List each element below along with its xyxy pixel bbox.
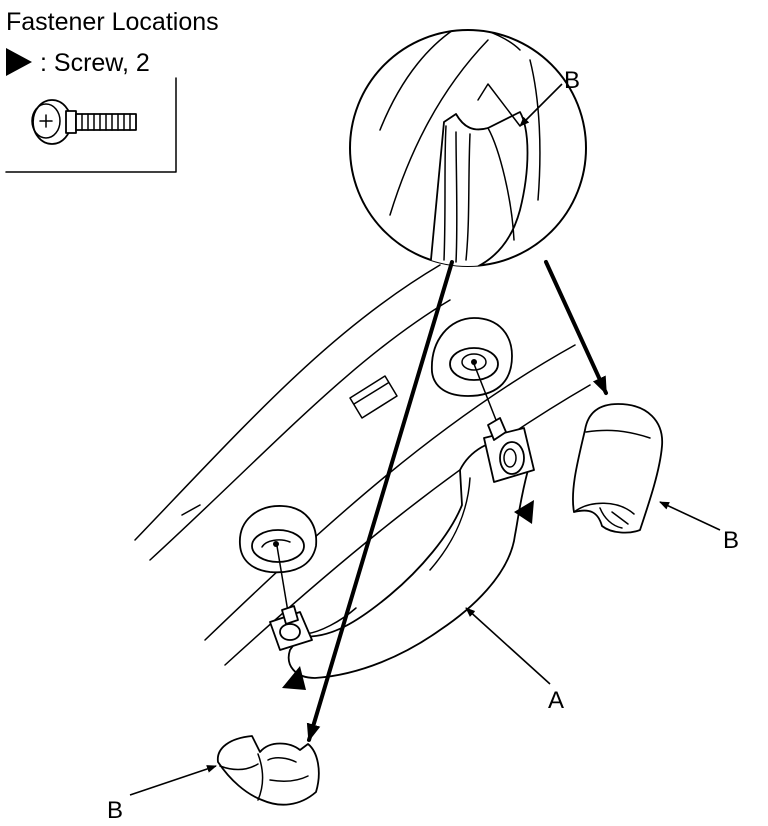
cover-right (572, 403, 663, 534)
leader-inset-b (519, 83, 563, 127)
fastener-legend: Fastener Locations : Screw, 2 (5, 8, 219, 173)
arrow-to-cover-bottom (306, 260, 454, 742)
grab-handle (269, 417, 535, 679)
legend-box-border (5, 77, 177, 173)
leader-a (465, 607, 551, 685)
mount-boss-lower (239, 505, 318, 574)
callout-a: A (548, 687, 564, 714)
leader-right-b (659, 501, 721, 531)
screw-icon (31, 99, 137, 145)
legend-screw-text: : Screw, 2 (40, 49, 150, 77)
screw-marker-lower-icon (282, 666, 306, 690)
callout-b-right: B (723, 527, 739, 554)
arrow-to-cover-right (544, 260, 608, 395)
cover-bottom (217, 735, 320, 806)
leader-bottom-b (129, 765, 217, 796)
detail-inset (349, 29, 587, 267)
callout-b-bottom: B (107, 797, 123, 824)
legend-title: Fastener Locations (6, 8, 219, 36)
callout-b-inset: B (564, 67, 580, 94)
mount-boss-upper (431, 317, 513, 397)
screw-marker-icon (6, 48, 32, 76)
screw-marker-upper-icon (514, 500, 534, 524)
